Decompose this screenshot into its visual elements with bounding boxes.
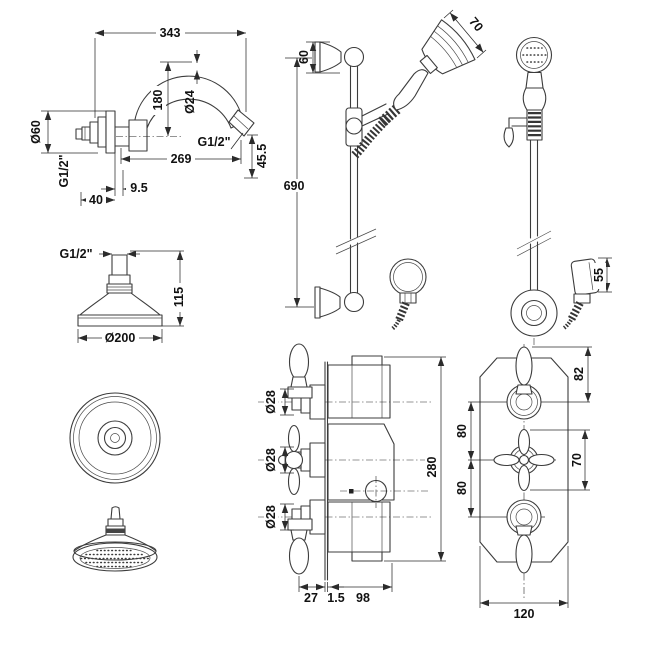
dim-front-width: 120 bbox=[514, 607, 535, 621]
valve-body-side bbox=[258, 355, 432, 581]
handset-head-side bbox=[419, 19, 476, 75]
hose-front bbox=[516, 139, 552, 292]
rail-outline bbox=[314, 19, 476, 331]
shower-head-top-view bbox=[69, 392, 161, 484]
wall-elbow-detail: 55 bbox=[562, 257, 612, 330]
dim-cartridge-bot: Ø28 bbox=[264, 505, 278, 529]
shower-head-side-view: G1/2" 115 Ø200 bbox=[59, 247, 187, 345]
dim-front-top-offset: 82 bbox=[572, 367, 586, 381]
dim-head-height: 115 bbox=[172, 287, 186, 307]
dim-front-pitch-lower: 80 bbox=[455, 481, 469, 495]
dim-rail-bracket: 60 bbox=[297, 50, 311, 64]
shower-arm-view: 343 180 Ø24 Ø60 G1/2" bbox=[29, 26, 269, 207]
dim-depth-handle: 27 bbox=[304, 591, 318, 605]
dim-arm-flange-dia: Ø60 bbox=[29, 120, 43, 144]
dim-front-pitch-upper: 80 bbox=[455, 424, 469, 438]
dim-arm-tube-dia: Ø24 bbox=[183, 90, 197, 114]
valve-front-view: 82 80 80 70 120 bbox=[455, 344, 592, 621]
label-arm-inlet-thread: G1/2" bbox=[57, 154, 71, 187]
dim-front-handle-dia: 70 bbox=[570, 453, 584, 467]
dim-arm-offset: 9.5 bbox=[130, 181, 147, 195]
valve-controls-front bbox=[493, 346, 555, 574]
dim-arm-rise: 180 bbox=[151, 90, 165, 111]
ring-fixing-detail bbox=[389, 258, 427, 331]
dim-head-dia: Ø200 bbox=[105, 331, 136, 345]
dim-arm-width: 343 bbox=[160, 26, 181, 40]
dim-valve-height: 280 bbox=[425, 457, 439, 478]
handset-front bbox=[515, 36, 553, 141]
dim-cartridge-top: Ø28 bbox=[264, 390, 278, 414]
dim-arm-base: 40 bbox=[89, 193, 103, 207]
valve-side-view: Ø28 Ø28 Ø28 280 bbox=[258, 343, 446, 605]
dim-cartridge-mid: Ø28 bbox=[264, 448, 278, 472]
slide-rail-front-view: 55 bbox=[503, 36, 612, 347]
label-head-thread: G1/2" bbox=[59, 247, 92, 261]
wall-outlet-front bbox=[510, 289, 558, 347]
valve-side-dimensions: Ø28 Ø28 Ø28 280 bbox=[264, 356, 446, 605]
spray-face-dots bbox=[80, 549, 150, 568]
shower-head-outline bbox=[77, 254, 163, 327]
valve-front-dimensions: 82 80 80 70 120 bbox=[455, 346, 592, 621]
dim-arm-drop: 45.5 bbox=[255, 144, 269, 168]
handset-holder bbox=[503, 117, 528, 148]
label-arm-outlet-thread: G1/2" bbox=[197, 135, 230, 149]
arm-dimensions: 343 180 Ø24 Ø60 G1/2" bbox=[29, 26, 269, 207]
dim-depth-body: 98 bbox=[356, 591, 370, 605]
dim-depth-plate: 1.5 bbox=[327, 591, 344, 605]
shower-head-dimensions: G1/2" 115 Ø200 bbox=[59, 247, 187, 345]
dim-arm-reach: 269 bbox=[171, 152, 192, 166]
dim-rail-length: 690 bbox=[284, 179, 305, 193]
slide-rail-side-view: 60 690 70 bbox=[282, 9, 487, 331]
dim-elbow: 55 bbox=[592, 268, 606, 282]
shower-head-bottom-view bbox=[72, 506, 158, 572]
rail-dimensions: 60 690 70 bbox=[282, 9, 487, 308]
dim-handset-dia: 70 bbox=[466, 15, 486, 35]
valve-handles-side bbox=[277, 343, 313, 575]
